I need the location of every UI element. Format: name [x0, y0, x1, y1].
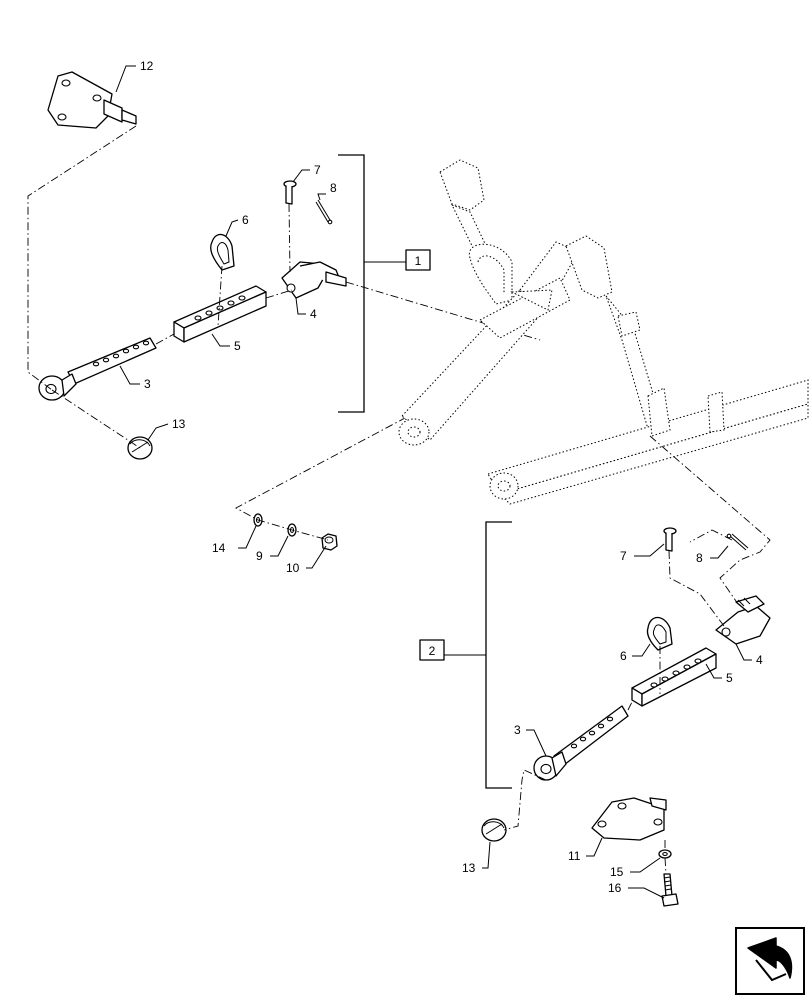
part-4-end-fitting-upper — [281, 261, 347, 299]
part-7-pin-lower — [663, 527, 677, 552]
group-1-label: 1 — [415, 254, 422, 268]
callout-11: 11 — [568, 849, 581, 863]
group-2-bracket: 2 — [419, 521, 512, 789]
centerlines-upper — [27, 125, 541, 541]
part-8-cotter-upper — [315, 199, 333, 225]
part-3-rod-upper — [38, 337, 157, 401]
rod-holes-lower — [570, 716, 614, 749]
sleeve-holes-upper — [194, 295, 246, 321]
callout-13-upper: 13 — [172, 417, 186, 431]
part-5-sleeve-upper — [173, 285, 267, 343]
part-6-clip-lower — [646, 616, 673, 651]
part-6-clip-upper — [210, 233, 235, 271]
callout-10: 10 — [286, 561, 300, 575]
rod-holes-upper — [92, 340, 150, 367]
next-page-arrow-icon[interactable] — [735, 927, 805, 995]
callout-4-lower: 4 — [756, 653, 763, 667]
callout-3-lower: 3 — [514, 723, 521, 737]
part-4-end-fitting-lower — [715, 595, 771, 645]
part-16-bolt — [661, 873, 679, 907]
centerlines-lower — [503, 435, 771, 875]
callout-7-upper: 7 — [314, 163, 321, 177]
callout-numbers: 12 7 8 6 4 5 3 13 14 9 10 7 8 6 4 5 3 13… — [140, 59, 763, 895]
part-10-nut — [321, 533, 338, 551]
tractor-hitch-background — [398, 159, 809, 505]
callout-16: 16 — [608, 881, 622, 895]
group-1-bracket: 1 — [338, 154, 431, 413]
part-11-bracket — [591, 797, 667, 841]
callout-8-lower: 8 — [696, 551, 703, 565]
part-3-rod-lower — [533, 705, 629, 781]
part-7-pin-upper — [283, 180, 297, 205]
group-2-box — [419, 639, 445, 661]
part-12-bracket — [47, 71, 137, 129]
callout-8-upper: 8 — [330, 181, 337, 195]
callout-3-upper: 3 — [144, 377, 151, 391]
part-13-ring-clip-lower — [481, 818, 507, 842]
part-14-washer — [253, 513, 263, 527]
callout-12: 12 — [140, 59, 154, 73]
callout-4-upper: 4 — [310, 307, 317, 321]
callout-5-lower: 5 — [726, 671, 733, 685]
callout-6-lower: 6 — [620, 649, 627, 663]
callout-7-lower: 7 — [620, 549, 627, 563]
group-1-box — [405, 249, 431, 271]
group-2-label: 2 — [429, 644, 436, 658]
callout-leaders — [115, 65, 752, 899]
callout-15: 15 — [610, 865, 624, 879]
callout-6-upper: 6 — [242, 213, 249, 227]
callout-5-upper: 5 — [234, 339, 241, 353]
part-15-washer — [658, 849, 672, 859]
part-5-sleeve-lower — [631, 647, 717, 707]
sleeve-holes-lower — [650, 658, 702, 688]
callout-9: 9 — [256, 549, 263, 563]
callout-14: 14 — [212, 541, 226, 555]
callout-13-lower: 13 — [462, 861, 476, 875]
part-8-cotter-lower — [726, 533, 749, 551]
